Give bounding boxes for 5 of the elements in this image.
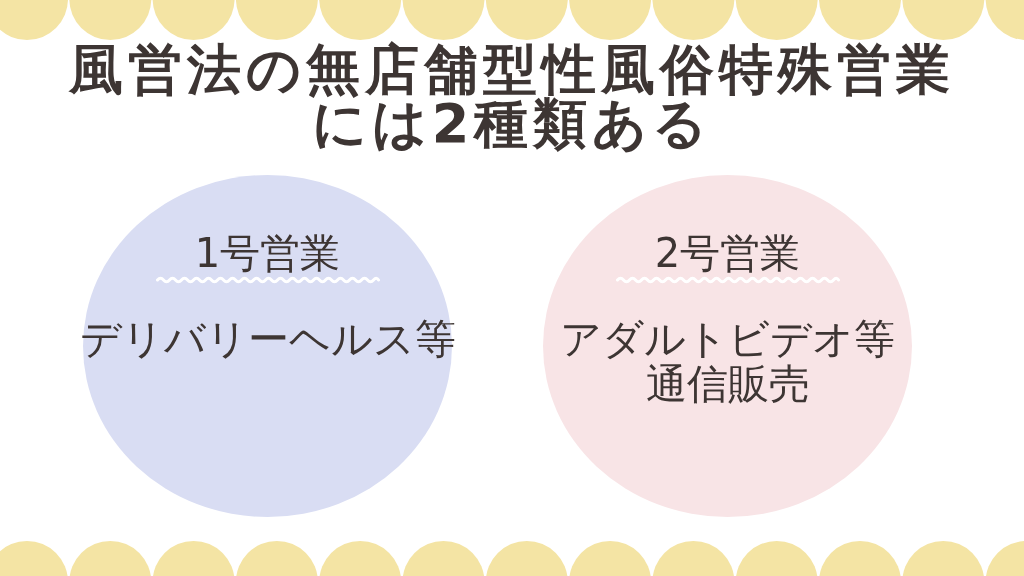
title: 風営法の無店舗型性風俗特殊営業には2種類ある bbox=[67, 43, 956, 151]
category-description: デリバリーヘルス等 bbox=[79, 317, 456, 362]
category-heading: 2号営業 bbox=[654, 231, 801, 275]
category-heading: 1号営業 bbox=[194, 231, 341, 275]
category-description: アダルトビデオ等通信販売 bbox=[559, 317, 896, 407]
